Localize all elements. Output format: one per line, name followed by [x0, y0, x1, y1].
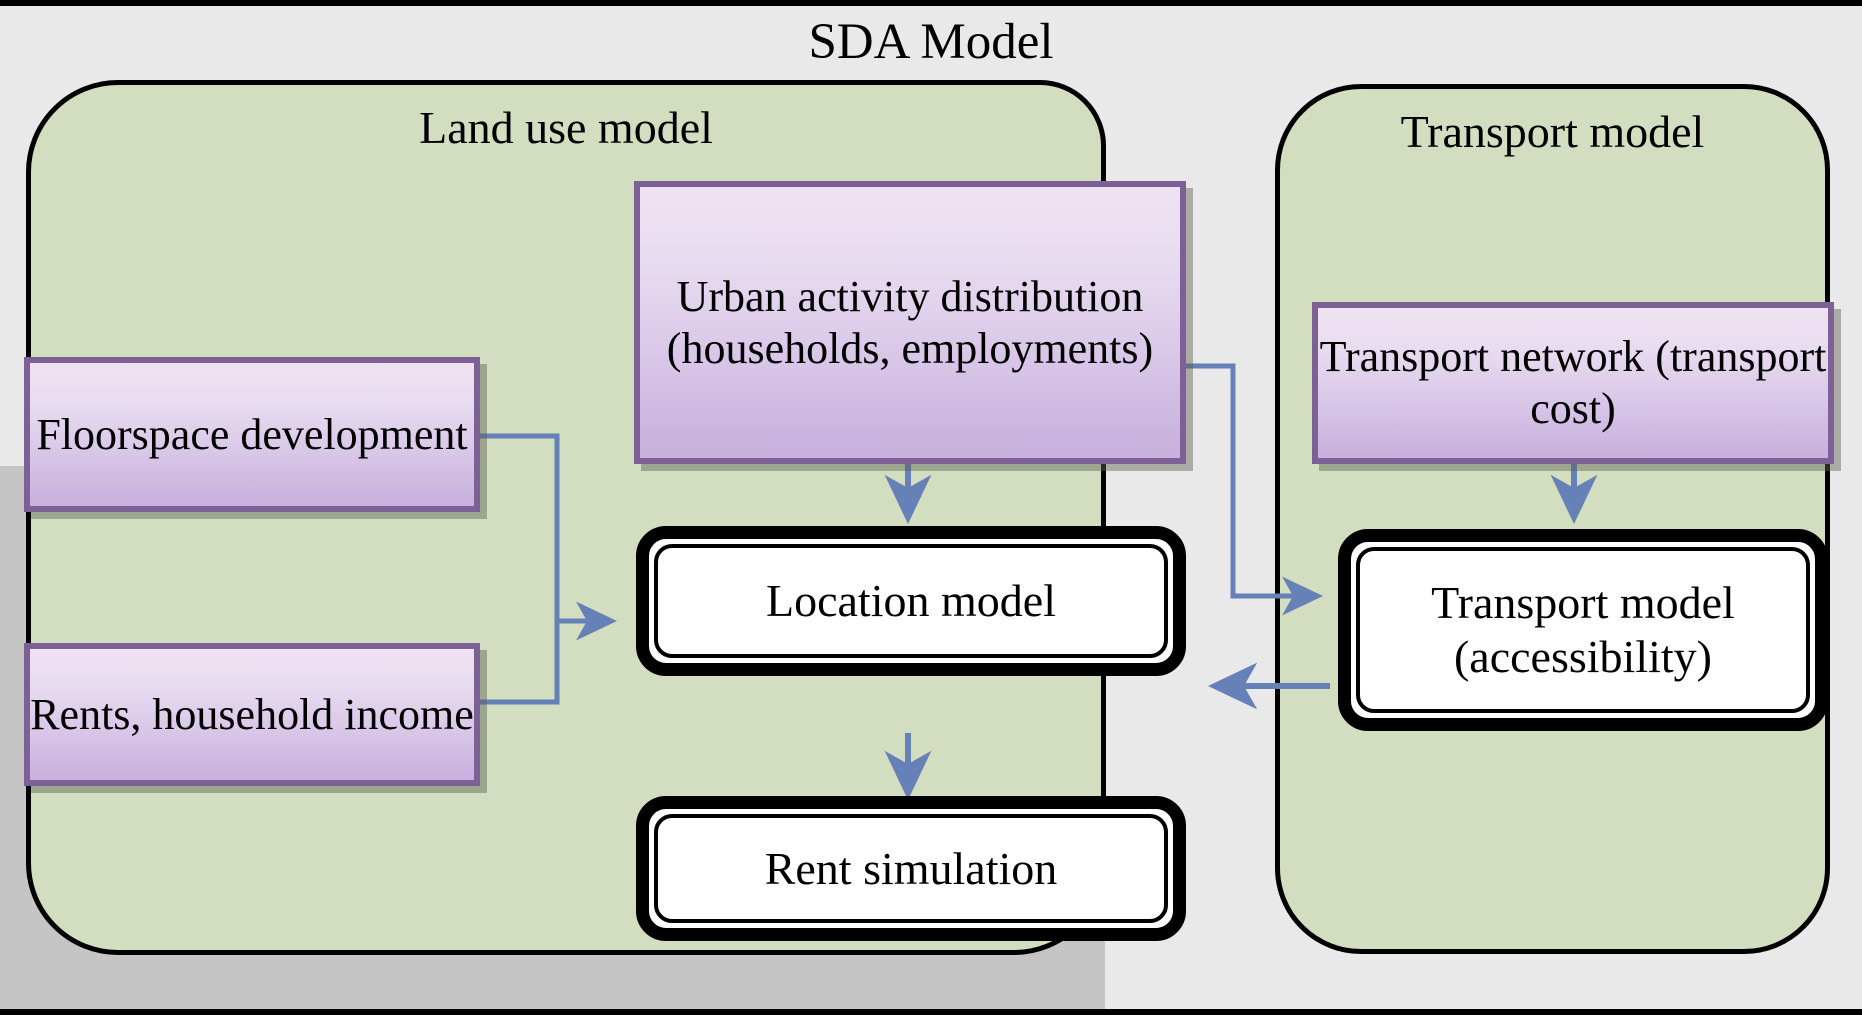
box-floorspace-development-label: Floorspace development	[36, 409, 468, 459]
box-rents-household-income[interactable]: Rents, household income	[24, 643, 480, 786]
connector-urban-activity-to-transport-model	[1186, 363, 1324, 616]
box-urban-activity-distribution[interactable]: Urban activity distribution (households,…	[634, 181, 1186, 464]
box-urban-activity-distribution-label: Urban activity distribution (households,…	[666, 271, 1154, 373]
box-floorspace-development[interactable]: Floorspace development	[24, 357, 480, 512]
panel-transport-model-title: Transport model	[1400, 106, 1705, 157]
panel-land-use-model-title: Land use model	[419, 102, 713, 153]
connector-floorspace-to-location	[480, 433, 618, 641]
box-transport-model[interactable]: Transport model (accessibility)	[1338, 529, 1828, 731]
connector-rents-to-location	[480, 621, 560, 705]
box-transport-network[interactable]: Transport network (transport cost)	[1312, 302, 1834, 464]
box-location-model-label: Location model	[766, 575, 1056, 626]
page-title: SDA Model	[808, 14, 1054, 70]
box-location-model-inner: Location model	[654, 544, 1168, 658]
box-rents-household-income-label: Rents, household income	[30, 689, 474, 739]
box-transport-model-label: Transport model (accessibility)	[1431, 577, 1735, 682]
box-transport-network-label: Transport network (transport cost)	[1319, 332, 1827, 433]
connector-layer	[0, 6, 1862, 1009]
box-location-model[interactable]: Location model	[636, 526, 1186, 676]
box-transport-model-inner: Transport model (accessibility)	[1356, 547, 1810, 713]
box-rent-simulation-inner: Rent simulation	[654, 814, 1168, 923]
box-rent-simulation[interactable]: Rent simulation	[636, 796, 1186, 941]
box-rent-simulation-label: Rent simulation	[764, 842, 1058, 894]
